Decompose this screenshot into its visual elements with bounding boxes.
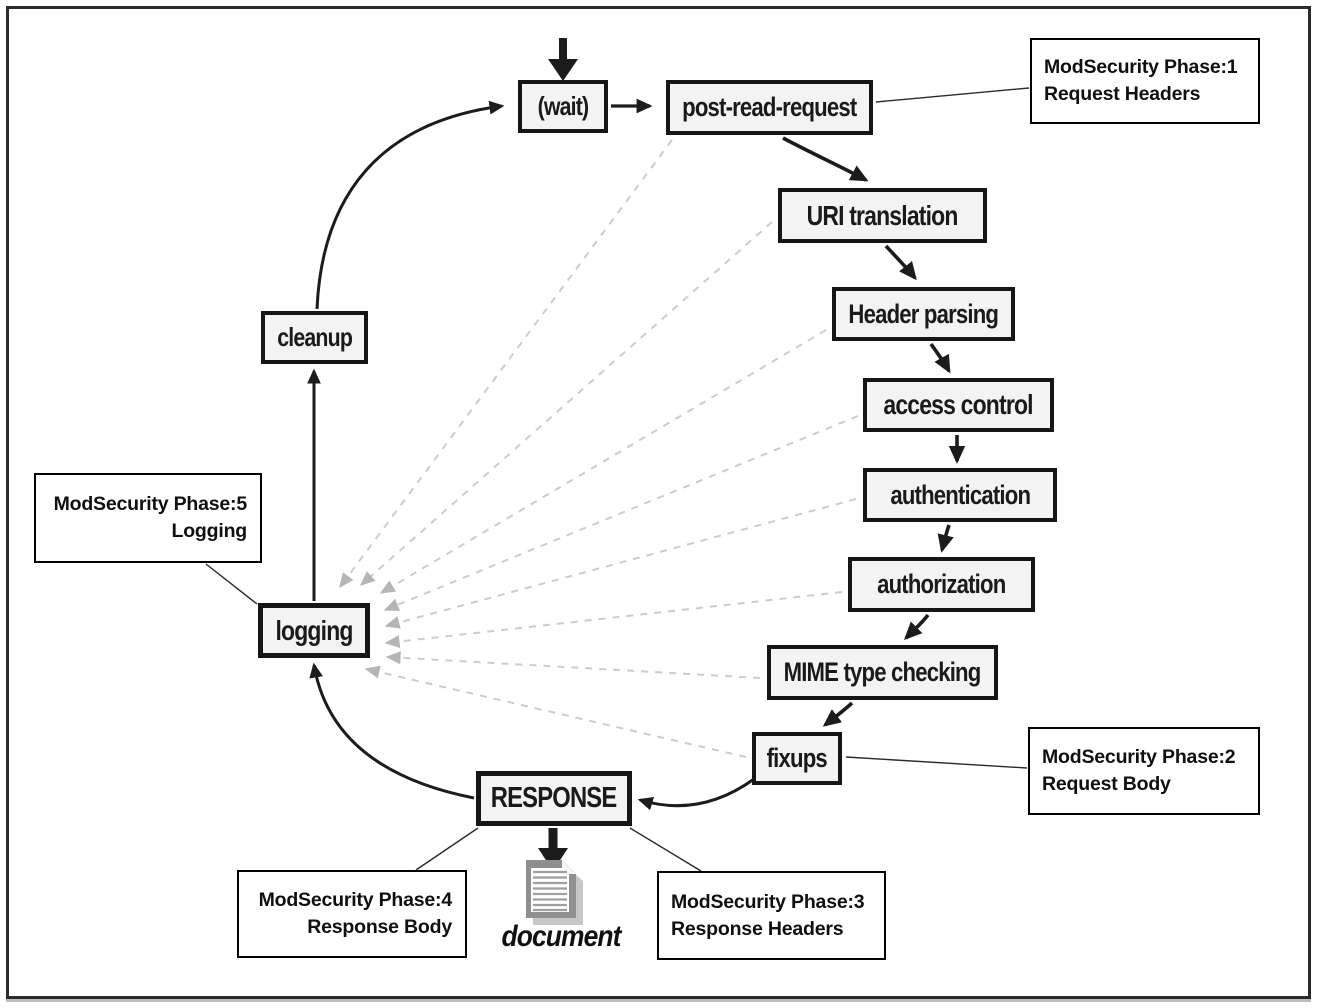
node-response-label: RESPONSE xyxy=(491,782,617,814)
node-authorization-label: authorization xyxy=(877,569,1006,599)
annotation-phase1: ModSecurity Phase:1 Request Headers xyxy=(1030,38,1260,124)
annotation-phase4-subtitle: Response Body xyxy=(307,916,452,938)
node-post-read-request-label: post-read-request xyxy=(682,92,857,122)
node-fixups: fixups xyxy=(752,732,842,785)
node-uri-translation-label: URI translation xyxy=(806,199,959,231)
node-authentication: authentication xyxy=(863,468,1057,522)
node-mime-type-checking: MIME type checking xyxy=(767,645,998,700)
node-authorization: authorization xyxy=(848,557,1035,612)
annotation-phase1-title: ModSecurity Phase:1 xyxy=(1044,56,1238,78)
annotation-phase2-subtitle: Request Body xyxy=(1042,773,1171,795)
annotation-phase5-title: ModSecurity Phase:5 xyxy=(53,493,248,515)
node-mime-type-checking-label: MIME type checking xyxy=(784,657,982,687)
annotation-phase2: ModSecurity Phase:2 Request Body xyxy=(1028,727,1260,815)
node-fixups-label: fixups xyxy=(766,743,828,773)
node-response: RESPONSE xyxy=(476,771,632,826)
node-authentication-label: authentication xyxy=(890,479,1031,510)
annotation-phase4: ModSecurity Phase:4 Response Body xyxy=(237,870,467,958)
node-cleanup-label: cleanup xyxy=(277,322,353,352)
annotation-phase3-subtitle: Response Headers xyxy=(671,917,844,940)
node-wait-label: (wait) xyxy=(537,91,590,121)
node-logging-label: logging xyxy=(275,614,353,646)
node-access-control: access control xyxy=(863,378,1054,432)
document-icon xyxy=(524,856,590,933)
annotation-phase5-subtitle: Logging xyxy=(171,520,248,542)
node-post-read-request: post-read-request xyxy=(666,80,873,135)
node-header-parsing: Header parsing xyxy=(832,287,1015,341)
annotation-phase5: ModSecurity Phase:5 Logging xyxy=(34,473,262,563)
annotation-phase4-title: ModSecurity Phase:4 xyxy=(258,889,453,911)
node-uri-translation: URI translation xyxy=(778,188,987,243)
annotation-phase2-title: ModSecurity Phase:2 xyxy=(1042,746,1236,768)
node-cleanup: cleanup xyxy=(261,311,368,364)
annotation-phase1-subtitle: Request Headers xyxy=(1044,83,1201,105)
annotation-phase3: ModSecurity Phase:3 Response Headers xyxy=(657,871,886,960)
document-label: document xyxy=(501,920,621,953)
node-header-parsing-label: Header parsing xyxy=(848,298,1000,329)
node-logging: logging xyxy=(258,603,370,658)
node-access-control-label: access control xyxy=(883,389,1034,420)
annotation-phase3-title: ModSecurity Phase:3 xyxy=(671,890,865,913)
node-wait: (wait) xyxy=(518,80,608,133)
